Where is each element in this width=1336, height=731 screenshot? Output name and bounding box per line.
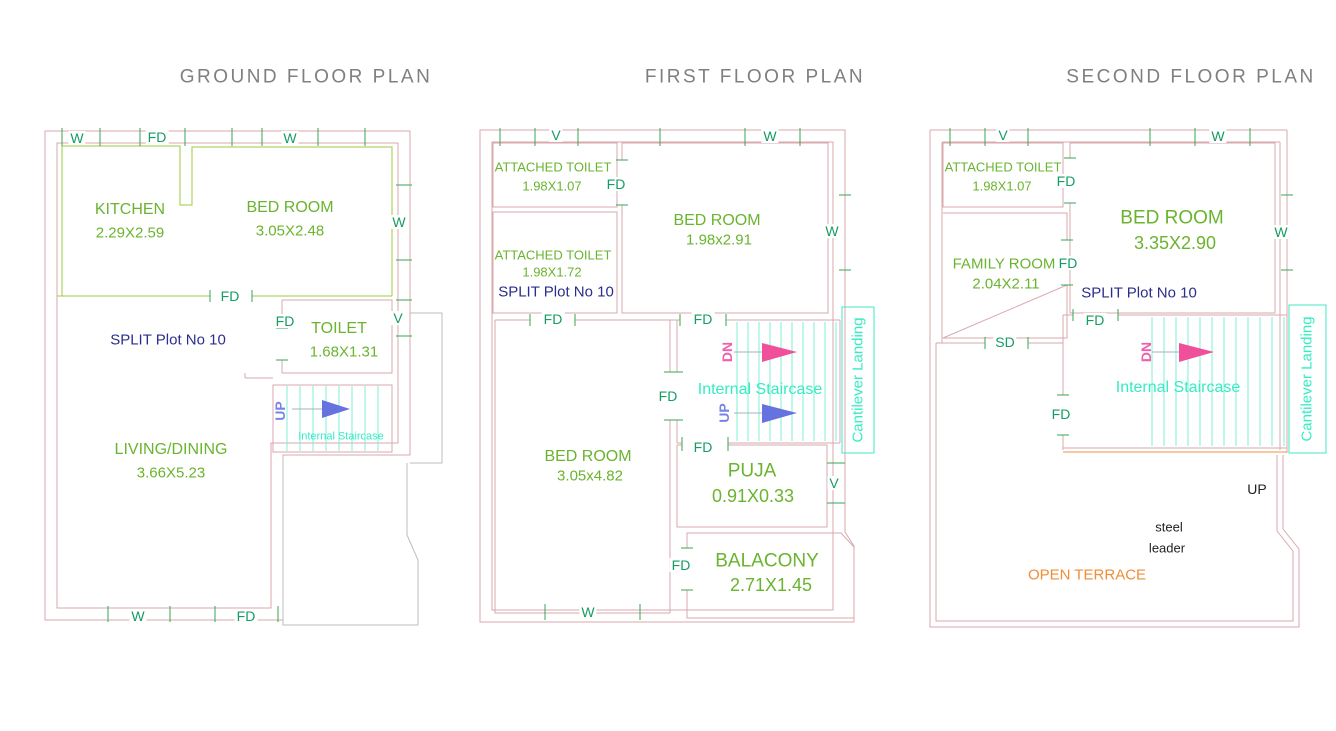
room-dims-attached-toilet-s: 1.98X1.07 — [972, 178, 1032, 194]
room-label-bedroom-s: BED ROOM — [1120, 207, 1224, 229]
plot-label-first: SPLIT Plot No 10 — [496, 283, 616, 301]
first-floor-up-arrow — [734, 404, 797, 423]
second-floor-cantilever-box — [1288, 304, 1327, 454]
room-dims-balcony: 2.71X1.45 — [729, 575, 813, 595]
wall-tag-w: W — [1209, 128, 1227, 144]
first-floor-dn-arrow — [734, 343, 797, 362]
wall-tag-fd: FD — [1049, 406, 1073, 422]
first-floor-stair-treads — [736, 322, 837, 441]
wall-tag-fd: FD — [691, 311, 715, 327]
wall-tag-fd: FD — [218, 288, 242, 304]
room-label-family: FAMILY ROOM — [952, 255, 1056, 273]
wall-tag-w: W — [761, 128, 779, 144]
first-floor-door-window-ticks — [499, 128, 851, 620]
open-terrace-label: OPEN TERRACE — [1027, 566, 1147, 584]
wall-tag-v: V — [391, 310, 405, 326]
room-label-attached-toilet-s: ATTACHED TOILET — [944, 159, 1062, 175]
wall-tag-fd: FD — [691, 439, 715, 455]
room-label-bedroom-g: BED ROOM — [246, 199, 334, 216]
second-floor-walls — [929, 129, 1300, 628]
wall-tag-fd: FD — [234, 608, 258, 624]
wall-tag-fd: FD — [145, 129, 169, 145]
wall-tag-fd: FD — [656, 388, 680, 404]
wall-tag-fd: FD — [273, 313, 297, 329]
room-dims-toilet: 1.68X1.31 — [309, 343, 379, 361]
terrace-up-label: UP — [1247, 481, 1267, 497]
wall-tag-w: W — [281, 130, 299, 146]
plan-title-first: FIRST FLOOR PLAN — [644, 66, 866, 88]
room-dims-bedroom-left: 3.05x4.82 — [557, 467, 623, 485]
room-dims-bedroom-s: 3.35X2.90 — [1133, 233, 1217, 253]
plot-label-ground: SPLIT Plot No 10 — [108, 331, 228, 349]
room-dims-kitchen: 2.29X2.59 — [95, 224, 165, 242]
first-floor-cantilever-box — [841, 306, 875, 454]
wall-tag-fd: FD — [1056, 255, 1080, 271]
room-label-kitchen: KITCHEN — [94, 201, 166, 218]
wall-tag-fd: FD — [541, 311, 565, 327]
ground-floor-stair-treads — [286, 386, 379, 451]
room-label-toilet: TOILET — [311, 320, 367, 337]
room-label-balcony: BALACONY — [715, 550, 819, 572]
wall-tag-w: W — [579, 604, 597, 620]
stair-dn-label-s: DN — [1138, 341, 1154, 363]
room-label-attached-toilet-2: ATTACHED TOILET — [494, 247, 612, 263]
second-floor-stair-treads — [1151, 317, 1285, 446]
stair-label-g: Internal Staircase — [298, 430, 384, 443]
room-dims-attached-toilet-1: 1.98X1.07 — [522, 178, 582, 194]
room-dims-family: 2.04X2.11 — [972, 275, 1040, 293]
wall-tag-w: W — [390, 214, 408, 230]
ground-floor-door-window-ticks — [61, 128, 412, 622]
wall-tag-w: W — [68, 130, 86, 146]
wall-tag-fd: FD — [669, 557, 693, 573]
cantilever-landing-label-s: Cantilever Landing — [1298, 316, 1316, 442]
steel-leader-label-line1: steel — [1155, 519, 1183, 535]
room-dims-bedroom-top: 1.98x2.91 — [686, 231, 752, 249]
second-floor-door-window-ticks — [949, 128, 1293, 436]
room-label-bedroom-left: BED ROOM — [544, 448, 632, 465]
steel-leader-label-line2: leader — [1148, 540, 1186, 556]
room-dims-attached-toilet-2: 1.98X1.72 — [522, 264, 582, 280]
plot-label-second: SPLIT Plot No 10 — [1079, 284, 1199, 302]
wall-tag-fd: FD — [1083, 312, 1107, 328]
wall-tag-w: W — [129, 608, 147, 624]
ground-floor-room-lines — [57, 145, 393, 297]
wall-tag-w: W — [1272, 224, 1290, 240]
room-label-bedroom-top: BED ROOM — [673, 212, 761, 229]
wall-tag-fd: FD — [1054, 173, 1078, 189]
wall-tag-fd: FD — [604, 176, 628, 192]
room-label-living: LIVING/DINING — [114, 441, 228, 458]
room-label-puja: PUJA — [727, 460, 777, 482]
plan-title-second: SECOND FLOOR PLAN — [1066, 66, 1316, 88]
ground-floor-walls — [44, 130, 411, 621]
room-dims-living: 3.66X5.23 — [136, 464, 206, 482]
room-dims-bedroom-g: 3.05X2.48 — [255, 222, 325, 240]
stair-label-s: Internal Staircase — [1115, 379, 1241, 396]
plan-title-ground: GROUND FLOOR PLAN — [179, 66, 433, 88]
wall-tag-v: V — [996, 127, 1010, 143]
room-label-attached-toilet-1: ATTACHED TOILET — [494, 159, 612, 175]
room-dims-puja: 0.91X0.33 — [711, 486, 795, 506]
second-floor-dn-arrow — [1152, 343, 1214, 362]
stair-label-f: Internal Staircase — [697, 381, 823, 398]
wall-tag-sd: SD — [993, 334, 1017, 350]
wall-tag-v: V — [549, 127, 563, 143]
wall-tag-w: W — [823, 223, 841, 239]
ground-floor-annex-outline — [282, 312, 443, 626]
ground-floor-up-arrow — [292, 400, 350, 418]
wall-tag-v: V — [827, 475, 841, 491]
